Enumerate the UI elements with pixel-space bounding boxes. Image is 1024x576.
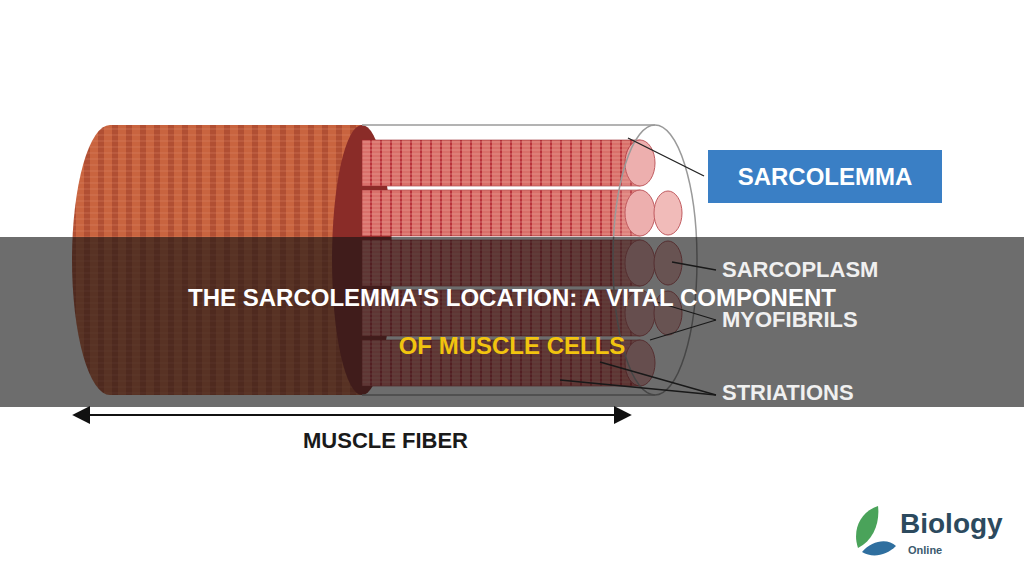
part-label: MYOFIBRILS <box>722 307 858 333</box>
logo-icon <box>856 506 896 555</box>
label-box: SARCOLEMMA <box>708 150 942 203</box>
watermark: Biology <box>900 508 1003 540</box>
title-block: THE SARCOLEMMA'S LOCATION: A VITAL COMPO… <box>0 274 1024 370</box>
part-label: SARCOPLASM <box>722 257 878 283</box>
box-label: SARCOLEMMA <box>738 163 913 191</box>
dimension-label: MUSCLE FIBER <box>303 428 468 454</box>
part-label: STRIATIONS <box>722 380 854 406</box>
length-arrow <box>74 414 630 416</box>
watermark: Online <box>908 544 942 556</box>
title-banner <box>0 237 1024 407</box>
